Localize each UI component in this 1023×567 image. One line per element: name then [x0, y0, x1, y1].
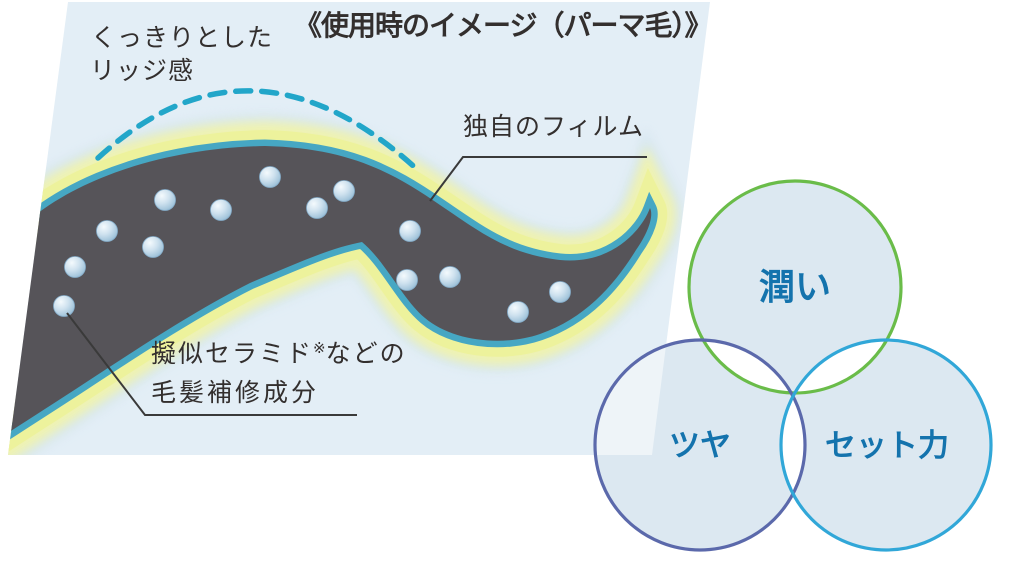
repair-droplets — [53, 166, 571, 323]
droplet — [96, 220, 118, 242]
film-label: 独自のフィルム — [463, 113, 645, 141]
droplet — [259, 166, 281, 188]
droplet — [507, 301, 529, 323]
venn-label-moisture: 潤い — [758, 266, 832, 308]
repair-label-line2: 毛髪補修成分 — [151, 379, 320, 407]
repair-leader-line — [66, 312, 357, 416]
ridge-label-line1: くっきりとした — [91, 24, 274, 52]
ridge-arc — [95, 88, 423, 175]
repair-label-line1: 擬似セラミド※などの — [151, 340, 407, 369]
repair-label-main: 擬似セラミド — [151, 340, 314, 368]
droplet — [549, 281, 571, 303]
venn-circle-hold-outline — [779, 338, 993, 552]
droplet — [154, 189, 176, 211]
droplet — [64, 256, 86, 278]
repair-label-reference-mark: ※ — [313, 340, 326, 357]
droplet — [333, 180, 355, 202]
droplet — [439, 266, 461, 288]
venn-label-hold: セット力 — [825, 427, 949, 463]
droplet — [142, 236, 164, 258]
repair-label-rest: などの — [325, 340, 407, 368]
droplet — [53, 295, 75, 317]
droplet — [306, 197, 328, 219]
venn-label-gloss: ツヤ — [669, 427, 731, 463]
venn-circle-gloss-outline — [593, 338, 807, 552]
film-leader-line — [429, 156, 647, 202]
venn-circle-fills — [595, 181, 991, 550]
droplet — [399, 220, 421, 242]
ridge-label-line2: リッジ感 — [90, 57, 195, 85]
hair-strand — [8, 146, 651, 448]
droplet — [396, 269, 418, 291]
panel-title: 《使用時のイメージ（パーマ毛）》 — [294, 10, 712, 41]
droplet — [210, 199, 232, 221]
